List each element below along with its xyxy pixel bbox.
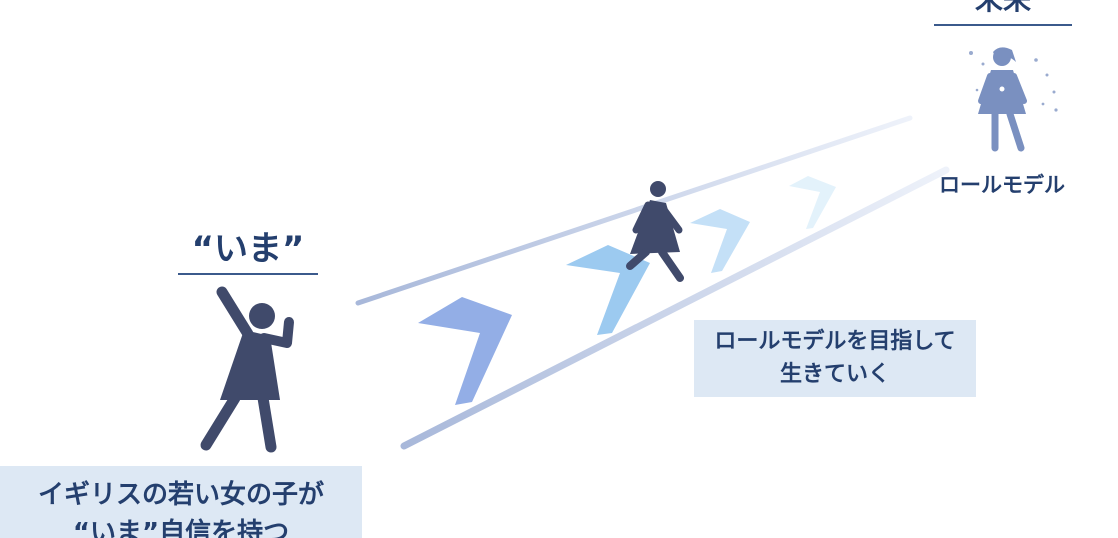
role-model-girl-icon: [978, 47, 1027, 152]
sparkle-particles-icon: [969, 51, 1058, 112]
middle-caption-line1: ロールモデルを目指して: [714, 329, 956, 354]
chevron-arrow-icon: [789, 176, 836, 229]
walking-girl-icon: [626, 181, 684, 282]
road-edge-top: [355, 115, 913, 306]
chevron-arrow-icon: [418, 297, 512, 405]
now-heading-underline: [178, 273, 318, 275]
future-heading-underline: [934, 24, 1072, 26]
role-model-label: ロールモデル: [939, 173, 1065, 197]
future-heading: 未来: [938, 0, 1068, 16]
now-caption-line1: イギリスの若い女の子が: [37, 480, 324, 510]
now-caption-line2: “いま”自信を持つ: [72, 518, 290, 538]
chevron-arrow-icon: [690, 209, 750, 273]
now-caption-box: イギリスの若い女の子が “いま”自信を持つ: [0, 466, 362, 538]
middle-caption-line2: 生きていく: [779, 362, 890, 387]
excited-girl-icon: [200, 286, 294, 453]
road-edge-bottom: [400, 166, 950, 450]
now-heading: “いま”: [191, 229, 305, 269]
middle-caption-box: ロールモデルを目指して 生きていく: [694, 320, 976, 397]
